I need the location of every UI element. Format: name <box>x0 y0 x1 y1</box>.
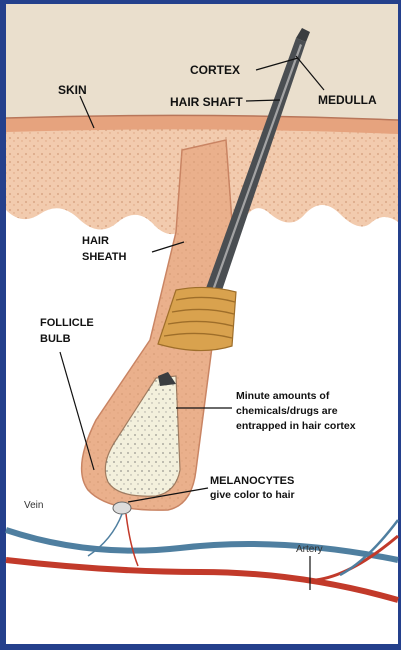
melanocyte-papilla <box>113 502 131 514</box>
label-hair-sheath-line2: SHEATH <box>82 251 126 263</box>
label-hair-shaft: HAIR SHAFT <box>170 95 243 109</box>
label-follicle-line2: BULB <box>40 333 71 345</box>
label-cortex-note-line3: entrapped in hair cortex <box>236 420 356 432</box>
label-cortex-note-line1: Minute amounts of <box>236 390 330 402</box>
label-cortex: CORTEX <box>190 63 240 77</box>
label-melanocytes-line2: give color to hair <box>210 489 295 501</box>
label-cortex-note-line2: chemicals/drugs are <box>236 405 338 417</box>
label-hair-sheath-line1: HAIR <box>82 235 109 247</box>
label-vein: Vein <box>24 500 43 511</box>
label-melanocytes-line1: MELANOCYTES <box>210 475 294 487</box>
label-follicle-line1: FOLLICLE <box>40 317 94 329</box>
label-artery: Artery <box>296 544 323 555</box>
label-medulla: MEDULLA <box>318 93 377 107</box>
label-skin: SKIN <box>58 83 87 97</box>
